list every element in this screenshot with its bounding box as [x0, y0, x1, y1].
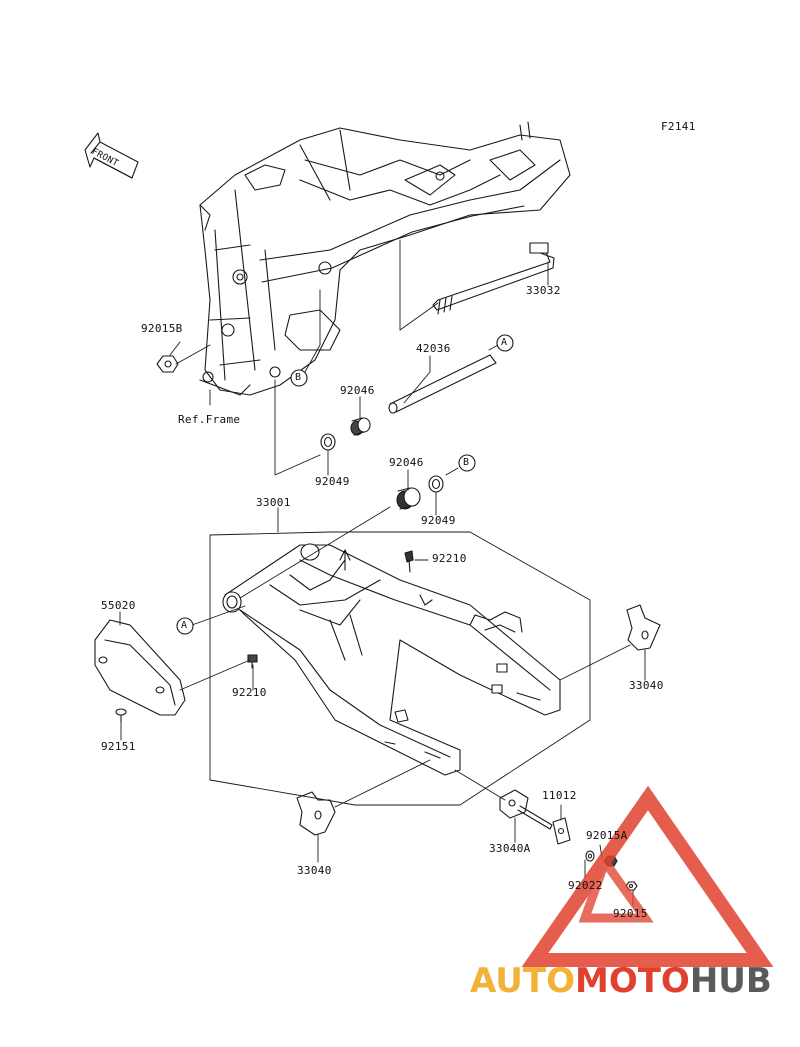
part-33001-label: 33001 [256, 496, 291, 509]
front-arrow [84, 132, 139, 179]
part-92049-upper-label: 92049 [315, 475, 350, 488]
screw-92151 [115, 708, 127, 723]
part-92046-lower-label: 92046 [389, 456, 424, 469]
watermark-logo: AUTOMOTOHUB [470, 962, 772, 1000]
callout-a-circle-top [496, 334, 514, 352]
part-92022-label: 92022 [568, 879, 603, 892]
plate-33040-bottom [296, 791, 336, 836]
part-55020-label: 55020 [101, 599, 136, 612]
part-92015b-label: 92015B [141, 322, 183, 335]
watermark-part2: MOTO [574, 961, 690, 1001]
callout-b-circle-mid [458, 454, 476, 472]
callout-b-top: B [295, 372, 302, 383]
part-92151-label: 92151 [101, 740, 136, 753]
plate-11012 [552, 817, 571, 845]
adjuster-33040a [499, 789, 553, 830]
ref-frame-label: Ref.Frame [178, 413, 241, 426]
part-92015a-label: 92015A [586, 829, 628, 842]
pivot-shaft [432, 242, 555, 315]
seal-upper [320, 433, 336, 451]
callout-a-circle-left [176, 617, 194, 635]
callout-a-left: A [181, 620, 188, 631]
swingarm-drawing [222, 543, 561, 776]
part-92210-upper-label: 92210 [432, 552, 467, 565]
watermark-triangle [521, 785, 774, 967]
seal-lower [428, 475, 444, 493]
watermark-part3: HUB [689, 961, 772, 1001]
part-33032-label: 33032 [526, 284, 561, 297]
figure-code: F2141 [661, 120, 696, 133]
part-42036-label: 42036 [416, 342, 451, 355]
part-92015-label: 92015 [613, 907, 648, 920]
chain-slider [94, 619, 186, 716]
callout-b-circle-top [290, 369, 308, 387]
bearing-lower [396, 487, 421, 510]
callout-a-top: A [501, 337, 508, 348]
washer-92022 [585, 850, 595, 862]
bearing-upper [350, 417, 371, 436]
part-11012-label: 11012 [542, 789, 577, 802]
callout-b-mid: B [463, 457, 470, 468]
sleeve-42036 [388, 354, 497, 414]
watermark-part1: AUTO [470, 961, 575, 1001]
bolt-92210-upper [404, 550, 414, 573]
leader-lines [119, 239, 646, 906]
plate-33040-right [626, 604, 661, 651]
part-92049-lower-label: 92049 [421, 514, 456, 527]
part-92046-upper-label: 92046 [340, 384, 375, 397]
part-33040-bottom-label: 33040 [297, 864, 332, 877]
bolt-92210-lower [247, 654, 258, 669]
nut-92015b [156, 355, 179, 373]
part-33040-right-label: 33040 [629, 679, 664, 692]
frame-drawing [199, 121, 571, 396]
part-92210-lower-label: 92210 [232, 686, 267, 699]
part-33040a-label: 33040A [489, 842, 531, 855]
